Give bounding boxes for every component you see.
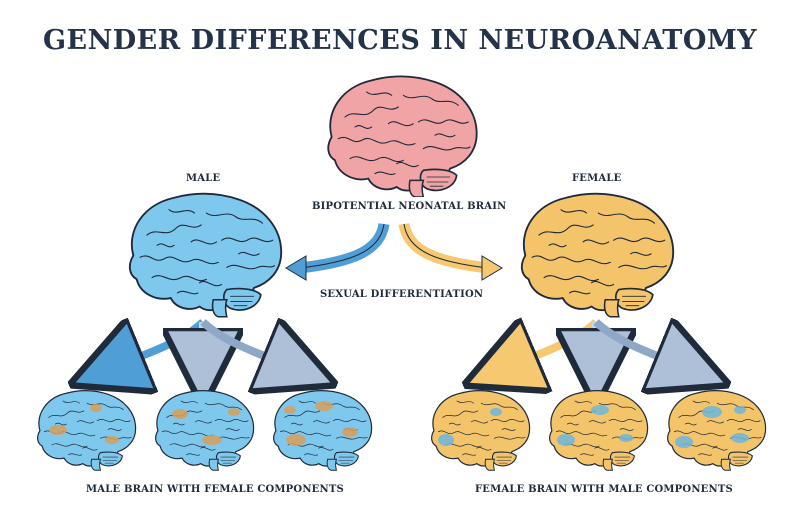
arrow-head-female (481, 255, 503, 281)
differentiation-label: SEXUAL DIFFERENTIATION (320, 289, 484, 300)
female-branch-arrows (500, 322, 693, 370)
neonatal-brain (327, 75, 478, 197)
female-variant-brain-3 (667, 390, 767, 471)
female-label: FEMALE (572, 173, 622, 184)
female-variants-label: FEMALE BRAIN WITH MALE COMPONENTS (475, 484, 733, 495)
male-variant-brain-3 (273, 390, 373, 471)
bipotential-label: BIPOTENTIAL NEONATAL BRAIN (312, 201, 507, 212)
male-branch-arrows (106, 322, 300, 370)
male-variants-label: MALE BRAIN WITH FEMALE COMPONENTS (86, 484, 344, 495)
male-variant-brain-2 (155, 390, 255, 471)
male-brain (128, 192, 283, 318)
page-title: GENDER DIFFERENCES IN NEUROANATOMY (42, 25, 758, 56)
female-variant-brain-1 (431, 390, 531, 471)
female-variant-brain-2 (549, 390, 649, 471)
female-brain (520, 192, 675, 318)
arrow-head-male (285, 255, 307, 281)
male-variant-brain-1 (37, 390, 137, 471)
male-label: MALE (186, 173, 221, 184)
